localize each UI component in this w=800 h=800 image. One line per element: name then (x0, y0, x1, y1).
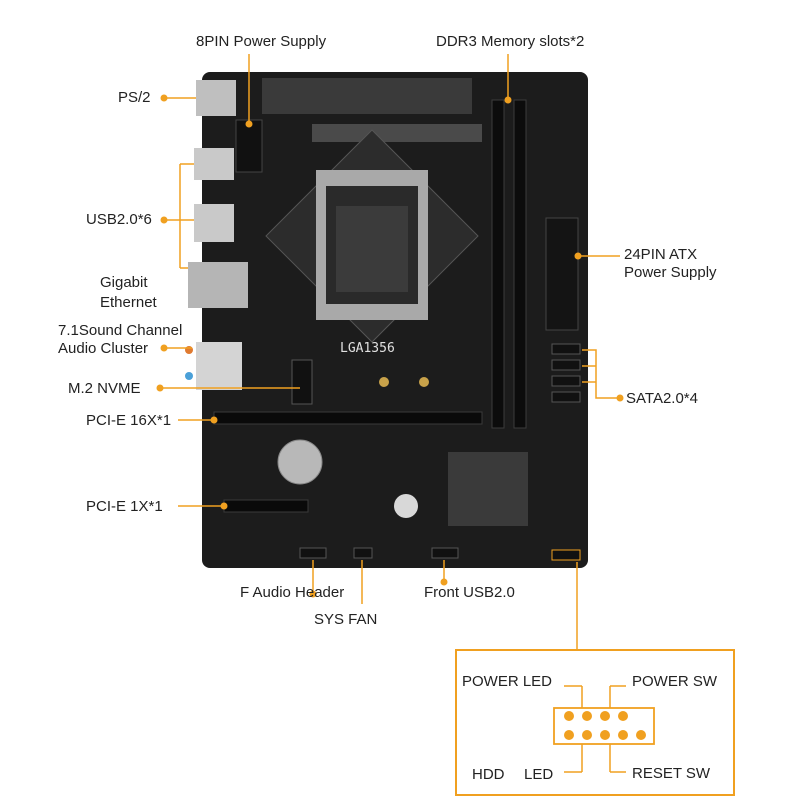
vrm-heatsink (262, 78, 472, 114)
label-pcie1: PCI-E 1X*1 (86, 498, 163, 515)
label-ethernet-line2: Ethernet (100, 294, 157, 311)
label-atx: 24PIN ATX Power Supply (624, 246, 717, 282)
label-ethernet: Gigabit Ethernet (100, 274, 157, 312)
usb-port-stack-2 (194, 204, 234, 242)
label-audio: 7.1Sound Channel Audio Cluster (58, 322, 182, 358)
label-sys-fan: SYS FAN (314, 611, 378, 628)
label-hdd: HDD (472, 766, 505, 783)
audio-cluster (196, 342, 242, 390)
label-pcie16: PCI-E 16X*1 (86, 412, 172, 429)
label-8pin-power: 8PIN Power Supply (196, 33, 327, 50)
label-ddr3: DDR3 Memory slots*2 (436, 33, 585, 50)
label-power-sw: POWER SW (632, 673, 717, 690)
label-led: LED (524, 766, 554, 783)
front-panel-box (455, 649, 735, 796)
leader-dots (156, 94, 624, 598)
label-atx-line1: 24PIN ATX (624, 246, 698, 263)
motherboard (185, 72, 588, 568)
label-ps2: PS/2 (118, 89, 151, 106)
label-sata: SATA2.0*4 (626, 390, 698, 407)
label-front-usb: Front USB2.0 (424, 584, 515, 601)
label-power-led: POWER LED (462, 673, 553, 690)
front-panel-header-diagram (455, 649, 735, 796)
ethernet-port (188, 262, 248, 308)
pin-header-outline (553, 707, 655, 745)
usb-port-stack-1 (194, 148, 234, 180)
label-ethernet-line1: Gigabit (100, 274, 148, 291)
leader-lines (160, 54, 626, 773)
label-atx-line2: Power Supply (624, 264, 717, 281)
socket-label: LGA1356 (340, 341, 395, 356)
label-f-audio: F Audio Header (240, 584, 345, 601)
label-usb: USB2.0*6 (86, 211, 152, 228)
pcie-1x-slot (223, 499, 309, 513)
label-m2: M.2 NVME (68, 380, 141, 397)
chipset-heatsink (448, 452, 528, 526)
pcie-16x-slot (213, 411, 483, 425)
label-audio-line1: 7.1Sound Channel (58, 322, 183, 339)
label-audio-line2: Audio Cluster (58, 340, 149, 357)
label-reset-sw: RESET SW (632, 765, 711, 782)
ps2-port (196, 80, 236, 116)
